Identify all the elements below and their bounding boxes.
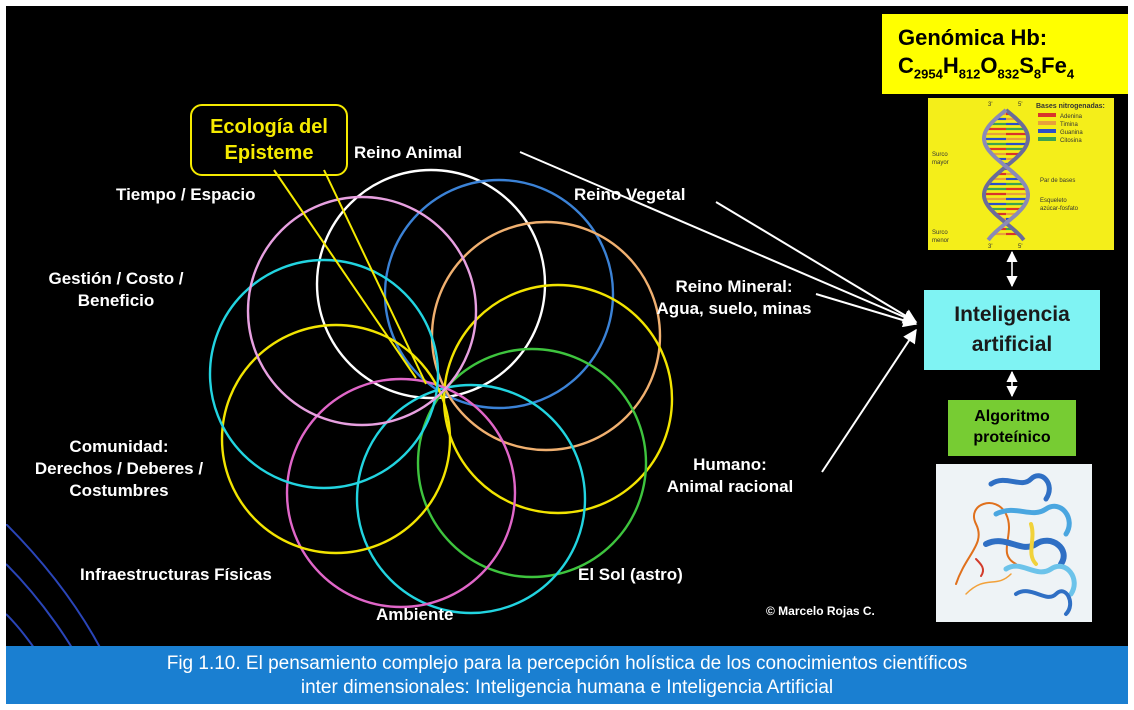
dna-legend-label: Timina	[1060, 122, 1078, 128]
ia-box: Inteligencia artificial	[924, 290, 1100, 370]
arrow-humano	[821, 328, 917, 473]
formula-element-3: S8	[1019, 53, 1042, 82]
label-infraestructuras: Infraestructuras Físicas	[80, 565, 272, 584]
dna-legend-title: Bases nitrogenadas:	[1036, 103, 1105, 110]
dna-legend-swatch	[1038, 137, 1056, 141]
circle-green	[416, 347, 648, 579]
label-comunidad-line3: Costumbres	[69, 481, 169, 500]
dna-par-de-bases: Par de bases	[1040, 178, 1075, 184]
label-humano-line2: Animal racional	[666, 477, 794, 496]
dna-legend-swatch	[1038, 121, 1056, 125]
circle-cyan-bottom	[355, 383, 587, 615]
label-gestion: Gestión / Costo / Beneficio	[30, 268, 202, 312]
caption-bar: Fig 1.10. El pensamiento complejo para l…	[6, 646, 1128, 704]
caption-line2: inter dimensionales: Inteligencia humana…	[300, 677, 834, 698]
dna-helix-illustration: Bases nitrogenadas: AdeninaTiminaGuaninaC…	[932, 102, 1105, 250]
dna-legend-label: Adenina	[1060, 114, 1083, 120]
dna-5prime-bottom: 5'	[1018, 244, 1022, 250]
circle-white	[315, 168, 547, 400]
genomica-box: Genómica Hb: C2954H812O832S8Fe4	[882, 14, 1128, 94]
dna-backbone-1	[982, 108, 1031, 242]
caption-line1: Fig 1.10. El pensamiento complejo para l…	[166, 653, 968, 674]
formula-element-1: H812	[942, 53, 981, 82]
label-gestion-line2: Beneficio	[77, 291, 155, 310]
dna-legend-label: Citosina	[1060, 138, 1082, 144]
label-ambiente: Ambiente	[376, 605, 454, 624]
ia-line1: Inteligencia	[954, 303, 1070, 326]
label-comunidad: Comunidad: Derechos / Deberes / Costumbr…	[12, 436, 226, 502]
circle-pink-top	[246, 195, 478, 427]
circle-blue	[383, 178, 615, 410]
dna-backbone-2	[981, 108, 1030, 242]
credit-text: © Marcelo Rojas C.	[766, 604, 875, 618]
arrow-reino-mineral	[815, 293, 918, 328]
label-reino-mineral: Reino Mineral: Agua, suelo, minas	[638, 276, 830, 320]
circle-pink-bottom	[285, 377, 517, 609]
formula-subscript-4: 4	[1066, 66, 1075, 82]
dna-surco-menor-1: Surco	[932, 230, 948, 236]
dna-legend-swatch	[1038, 113, 1056, 117]
circles-diagram	[208, 168, 674, 615]
genomica-formula: C2954H812O832S8Fe4	[898, 52, 1128, 88]
dna-legend-label: Guanina	[1060, 130, 1083, 136]
label-el-sol: El Sol (astro)	[578, 565, 683, 584]
formula-element-4: Fe4	[1041, 53, 1075, 82]
arrow-reino-animal	[519, 151, 918, 324]
protein-ribbon-illustration	[955, 473, 1077, 616]
protein-structure-image	[936, 464, 1092, 622]
ecologia-line1: Ecología del	[210, 116, 328, 138]
arrow-reino-vegetal	[715, 201, 918, 323]
label-comunidad-line1: Comunidad:	[69, 437, 169, 456]
label-comunidad-line2: Derechos / Deberes /	[34, 459, 204, 478]
algoritmo-line1: Algoritmo	[974, 408, 1050, 425]
label-reino-mineral-line1: Reino Mineral:	[675, 277, 793, 296]
label-humano-line1: Humano:	[693, 455, 767, 474]
dna-esqueleto-1: Esqueleto	[1040, 198, 1067, 204]
algoritmo-line2: proteínico	[973, 429, 1051, 446]
ecologia-line2: Episteme	[224, 142, 314, 164]
formula-subscript-2: 832	[997, 66, 1020, 82]
formula-subscript-1: 812	[958, 66, 981, 82]
genomica-title: Genómica Hb:	[898, 25, 1048, 50]
label-reino-animal: Reino Animal	[354, 143, 462, 162]
dna-5prime-top: 5'	[1018, 102, 1022, 108]
callout-line-1	[323, 169, 427, 385]
circle-yellow-left	[220, 323, 452, 555]
algoritmo-box: Algoritmo proteínico	[948, 400, 1076, 456]
dna-surco-mayor-1: Surco	[932, 152, 948, 158]
callout-line-2	[273, 169, 417, 379]
label-tiempo-espacio: Tiempo / Espacio	[116, 185, 256, 204]
dna-surco-menor-2: menor	[932, 238, 949, 244]
formula-element-0: C2954	[898, 53, 943, 82]
dna-surco-mayor-2: mayor	[932, 160, 949, 166]
dna-3prime-bottom: 3'	[988, 244, 992, 250]
label-reino-vegetal: Reino Vegetal	[574, 185, 686, 204]
dna-legend-swatch	[1038, 129, 1056, 133]
ia-line2: artificial	[971, 333, 1053, 356]
formula-subscript-3: 8	[1033, 66, 1042, 82]
formula-element-2: O832	[980, 53, 1020, 82]
label-reino-mineral-line2: Agua, suelo, minas	[656, 299, 812, 318]
formula-subscript-0: 2954	[913, 66, 943, 82]
dna-3prime-top: 3'	[988, 102, 992, 108]
slide: Ecología del Episteme Reino Animal Tiemp…	[6, 6, 1128, 704]
label-gestion-line1: Gestión / Costo /	[48, 269, 184, 288]
ecologia-box: Ecología del Episteme	[190, 104, 348, 176]
label-humano: Humano: Animal racional	[654, 454, 806, 498]
circle-cyan-left	[208, 258, 440, 490]
dna-esqueleto-2: azúcar-fosfato	[1040, 206, 1079, 212]
connector-arrows	[273, 151, 1018, 473]
